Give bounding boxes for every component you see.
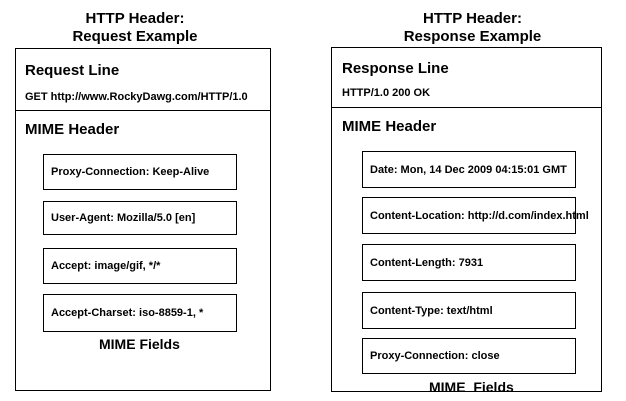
response-panel [331,47,602,392]
request-field-accept: Accept: image/gif, */* [43,248,237,284]
response-field-content-length: Content-Length: 7931 [362,244,576,281]
response-mime-heading: MIME Header [342,118,437,135]
request-title-line1: HTTP Header: [85,10,185,27]
response-fields-label: MIME Fields [429,379,514,395]
response-line-value: HTTP/1.0 200 OK [342,87,431,99]
response-title-line1: HTTP Header: [423,10,522,27]
response-field-date: Date: Mon, 14 Dec 2009 04:15:01 GMT [362,151,576,188]
request-mime-heading: MIME Header [25,121,120,138]
request-line-value: GET http://www.RockyDawg.com/HTTP/1.0 [25,91,248,103]
response-field-content-type: Content-Type: text/html [362,292,576,329]
request-field-proxy-connection: Proxy-Connection: Keep-Alive [43,154,237,190]
request-title: HTTP Header: Request Example [60,10,210,46]
response-field-content-location: Content-Location: http://d.com/index.htm… [362,197,589,234]
request-divider [15,110,271,111]
request-panel [15,48,271,391]
response-divider [331,107,602,108]
response-title: HTTP Header: Response Example [390,10,555,46]
response-field-proxy-connection: Proxy-Connection: close [362,338,576,374]
request-title-line2: Request Example [72,28,198,45]
response-title-line2: Response Example [403,28,542,45]
request-field-user-agent: User-Agent: Mozilla/5.0 [en] [43,201,237,235]
request-fields-label: MIME Fields [99,336,180,352]
request-field-accept-charset: Accept-Charset: iso-8859-1, * [43,294,237,332]
request-line-heading: Request Line [25,62,120,79]
response-line-heading: Response Line [342,60,449,77]
